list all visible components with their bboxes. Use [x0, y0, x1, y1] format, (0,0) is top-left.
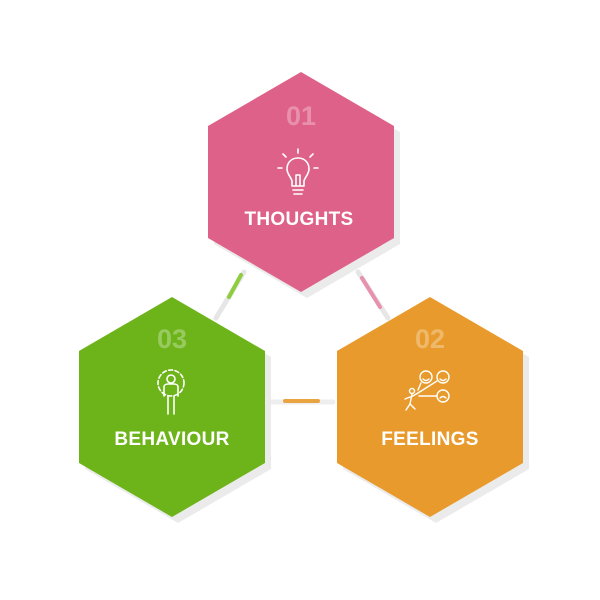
person-gear-icon [157, 369, 185, 415]
connector-thoughts-behaviour [213, 269, 247, 321]
hexagon-feelings-label: FEELINGS [381, 429, 478, 450]
hexagon-behaviour[interactable]: 03 BEHAVIOUR [79, 297, 271, 523]
emotions-icon [404, 370, 450, 411]
connector-behaviour-feelings [265, 399, 336, 405]
hexagon-feelings-number: 02 [415, 324, 445, 354]
lightbulb-icon [277, 148, 319, 195]
hexagon-thoughts[interactable]: 01 THOUGHTS [208, 72, 400, 298]
hexagon-feelings[interactable]: 02 FEELINGS [337, 297, 529, 523]
connector-thoughts-feelings [355, 269, 391, 321]
hexagon-behaviour-label: BEHAVIOUR [114, 429, 229, 450]
hexagon-thoughts-number: 01 [286, 101, 316, 131]
hexagon-behaviour-number: 03 [157, 324, 187, 354]
hexagon-thoughts-shape [208, 72, 394, 292]
hexagon-thoughts-label: THOUGHTS [244, 209, 353, 230]
hexagon-behaviour-shape [79, 297, 265, 517]
hexagon-feelings-shape [337, 297, 523, 517]
